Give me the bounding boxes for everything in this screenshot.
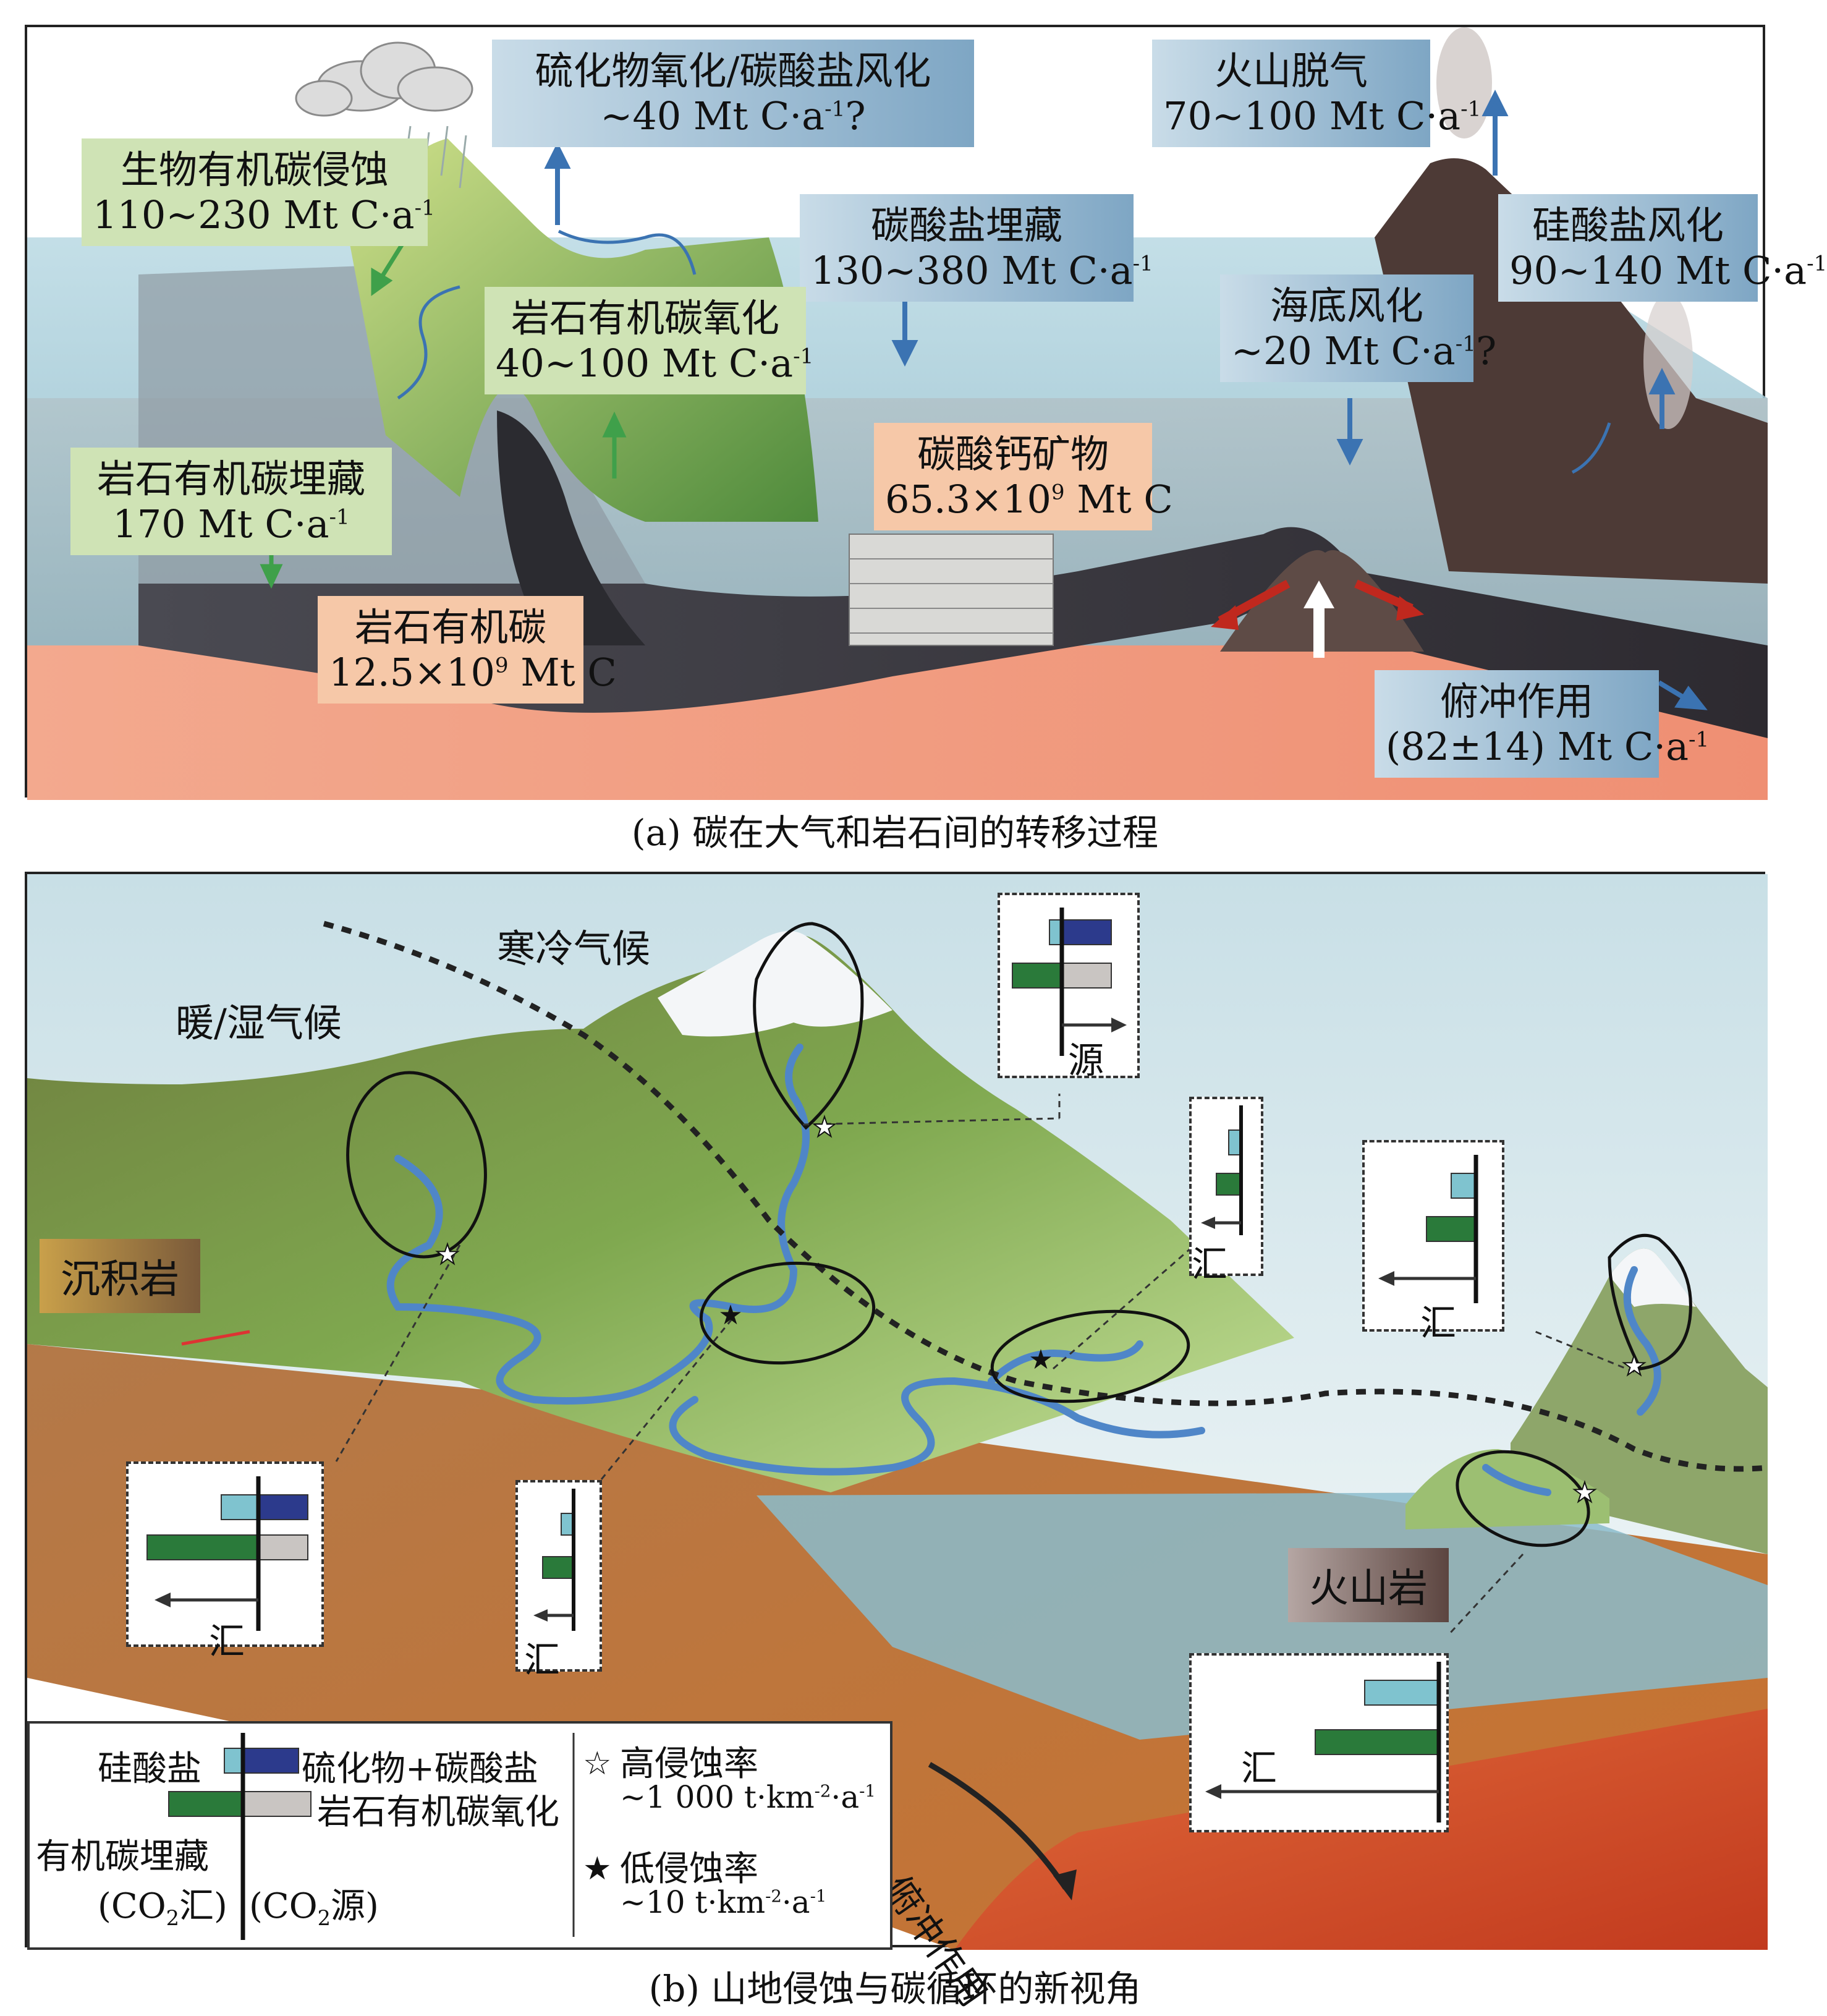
inset-sink-mid-bars: [1201, 1105, 1243, 1235]
inset-sink-left-bars: [146, 1476, 308, 1631]
ocean-basin: [757, 1492, 1768, 1740]
label-warm-climate: 暖/湿气候: [176, 1000, 342, 1045]
legend-oc-burial: 有机碳埋藏: [36, 1837, 209, 1877]
inset-sink-mid-label: 汇: [1192, 1243, 1228, 1285]
legend: 硅酸盐 硫化物+碳酸盐 岩石有机碳氧化 有机碳埋藏 (CO2汇) (CO2源) …: [27, 1721, 892, 1950]
caption-b: (b) 山地侵蚀与碳循环的新视角: [648, 1968, 1142, 2010]
label-rock-oc-reservoir: 岩石有机碳 12.5×109 Mt C: [318, 596, 617, 704]
legend-swatches: [168, 1733, 575, 1940]
legend-high-erosion: 高侵蚀率: [620, 1744, 758, 1784]
star-high-icon: ★: [435, 1239, 459, 1270]
legend-star-low-icon: ★: [583, 1850, 612, 1887]
star-low-icon: ★: [1028, 1344, 1053, 1376]
label-sulfide-oxidation: 硫化物氧化/碳酸盐风化 ~40 Mt C·a-1?: [492, 40, 974, 148]
brick-pattern: [849, 558, 1053, 634]
legend-rock-oc-oxidation: 岩石有机碳氧化: [317, 1792, 559, 1832]
label-cold-climate: 寒冷气候: [497, 926, 651, 971]
legend-low-erosion: 低侵蚀率: [620, 1849, 758, 1889]
carbonate-platform: [849, 534, 1054, 646]
panel-a: 硫化物氧化/碳酸盐风化 ~40 Mt C·a-1? 火山脱气 70~100 Mt…: [25, 25, 1827, 800]
label-seafloor-weathering: 海底风化 ~20 Mt C·a-1?: [1220, 274, 1496, 383]
erosion-markers: ★ ★ ★ ★ ★ ★: [434, 1111, 1647, 1509]
panel-b-illustration: ★ ★ ★ ★ ★ ★: [27, 874, 1768, 1950]
flux-arrows: [544, 90, 1708, 710]
star-high-icon: ★: [1622, 1350, 1646, 1382]
inset-sink-volcanic-bars: [1205, 1662, 1441, 1822]
main-mountain-range: [27, 935, 1294, 1492]
cloud-icon: [295, 41, 473, 117]
rivers: [397, 229, 1611, 474]
label-caco3-reservoir: 碳酸钙矿物 65.3×109 Mt C: [874, 423, 1173, 531]
label-volcanic-degassing: 火山脱气 70~100 Mt C·a-1: [1152, 40, 1481, 148]
inset-sink-mid: 汇: [1189, 1097, 1263, 1285]
inset-source-label: 源: [1068, 1039, 1104, 1081]
black-shale: [497, 410, 645, 645]
river-network: [386, 1044, 1661, 1496]
leader-lines: [335, 1094, 1635, 1636]
legend-co2-source: (CO2源): [249, 1886, 379, 1931]
inset-source: 源: [998, 893, 1140, 1081]
snow-cap: [658, 931, 892, 1037]
inset-sink-right-label: 汇: [1420, 1302, 1457, 1344]
ridge-arrows: [1211, 579, 1424, 658]
legend-silicate: 硅酸盐: [98, 1749, 201, 1789]
inset-sink-left-label: 汇: [209, 1620, 245, 1662]
inset-sink-small-bars: [533, 1489, 575, 1631]
caption-a: (a) 碳在大气和岩石间的转移过程: [631, 812, 1159, 854]
legend-low-value: ~10 t·km-2·a-1: [620, 1884, 827, 1920]
label-bio-erosion: 生物有机碳侵蚀 110~230 Mt C·a-1: [82, 138, 435, 247]
inset-sink-small-label: 汇: [524, 1639, 561, 1681]
label-rock-oc-burial: 岩石有机碳埋藏 170 Mt C·a-1: [70, 448, 392, 556]
volcano-plume: [1436, 27, 1492, 138]
inset-sink-right: 汇: [1362, 1140, 1504, 1344]
volcano-plume-2: [1643, 293, 1693, 429]
climate-boundary: [323, 921, 1768, 1472]
legend-star-high-icon: ☆: [583, 1745, 612, 1782]
label-subduction: 俯冲作用 (82±14) Mt C·a-1: [1375, 670, 1709, 778]
inset-sink-small: 汇: [515, 1480, 602, 1681]
inset-sink-right-bars: [1378, 1155, 1478, 1303]
star-high-icon: ★: [812, 1112, 836, 1143]
legend-sulfide-carbonate: 硫化物+碳酸盐: [302, 1749, 538, 1789]
volcano: [1375, 158, 1768, 584]
fault-arrow: [181, 1330, 250, 1346]
star-high-icon: ★: [1572, 1477, 1596, 1508]
label-volcanic-rock: 火山岩: [1288, 1548, 1449, 1622]
label-rock-oc-oxidation: 岩石有机碳氧化 40~100 Mt C·a-1: [485, 287, 813, 395]
subduction-arrowhead: [1053, 1869, 1077, 1900]
panel-b: ★ ★ ★ ★ ★ ★ 寒冷气候 暖/湿气候 沉积岩 火山岩 俯冲作用 源: [25, 872, 1768, 2015]
catchment-outlines: [346, 922, 1692, 1547]
inset-sink-volcanic: 汇: [1189, 1653, 1449, 1832]
star-low-icon: ★: [718, 1299, 742, 1331]
inset-source-bars: [1012, 908, 1127, 1056]
label-sedimentary-rock: 沉积岩: [40, 1239, 200, 1313]
inset-sink-left: 汇: [126, 1461, 324, 1662]
legend-high-value: ~1 000 t·km-2·a-1: [620, 1779, 876, 1815]
inset-sink-volcanic-label: 汇: [1241, 1747, 1278, 1789]
legend-co2-sink: (CO2汇): [98, 1886, 227, 1931]
subduction-arrow: [928, 1762, 1068, 1890]
label-silicate-weathering: 硅酸盐风化 90~140 Mt C·a-1: [1498, 194, 1827, 302]
label-carbonate-burial: 碳酸盐埋藏 130~380 Mt C·a-1: [800, 194, 1153, 302]
